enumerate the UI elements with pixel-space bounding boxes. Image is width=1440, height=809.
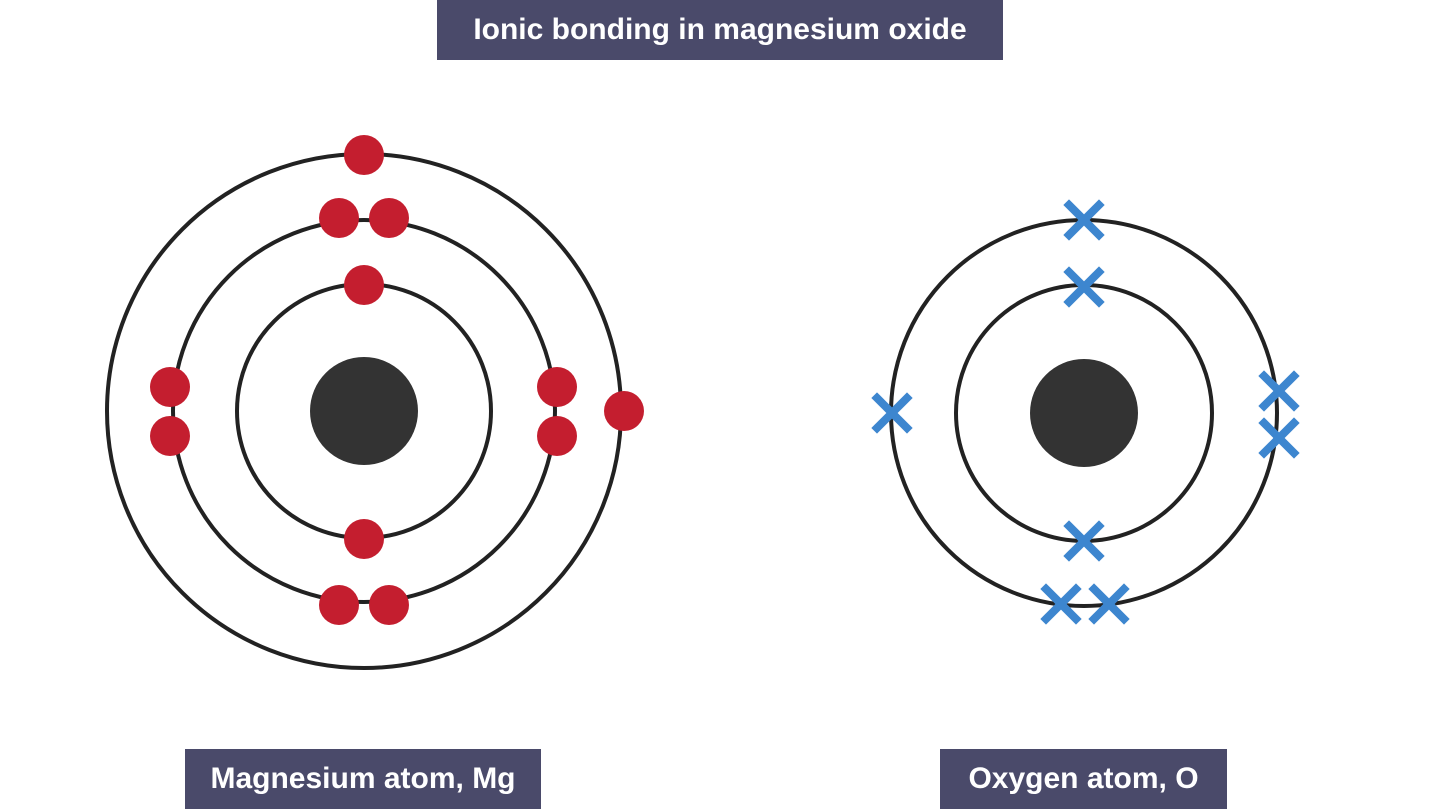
mg-nucleus [310,357,418,465]
o-nucleus [1030,359,1138,467]
o-electron-shell1-1 [1063,266,1105,308]
mg-electron-shell2-3 [537,367,577,407]
mg-electron-shell2-2 [369,198,409,238]
magnesium-atom [105,135,644,670]
oxygen-label: Oxygen atom, O [940,749,1227,809]
oxygen-atom [871,199,1300,625]
o-electron-shell2-3 [1258,417,1300,459]
o-electron-shell2-4 [1040,583,1082,625]
mg-electron-shell1-2 [344,519,384,559]
o-electron-shell2-1 [1063,199,1105,241]
mg-electron-shell2-5 [319,585,359,625]
mg-electron-shell1-1 [344,265,384,305]
mg-electron-shell2-6 [369,585,409,625]
mg-electron-shell2-1 [319,198,359,238]
mg-electron-shell3-2 [604,391,644,431]
o-electron-shell2-2 [1258,370,1300,412]
mg-electron-shell3-1 [344,135,384,175]
magnesium-label: Magnesium atom, Mg [185,749,541,809]
o-electron-shell2-5 [1088,583,1130,625]
o-electron-shell2-6 [871,392,913,434]
mg-electrons [150,135,644,625]
mg-electron-shell2-4 [537,416,577,456]
mg-electron-shell2-8 [150,416,190,456]
mg-shell-2 [171,218,557,604]
diagram-title: Ionic bonding in magnesium oxide [437,0,1003,60]
mg-electron-shell2-7 [150,367,190,407]
o-electron-shell1-2 [1063,520,1105,562]
o-electrons [871,199,1300,625]
